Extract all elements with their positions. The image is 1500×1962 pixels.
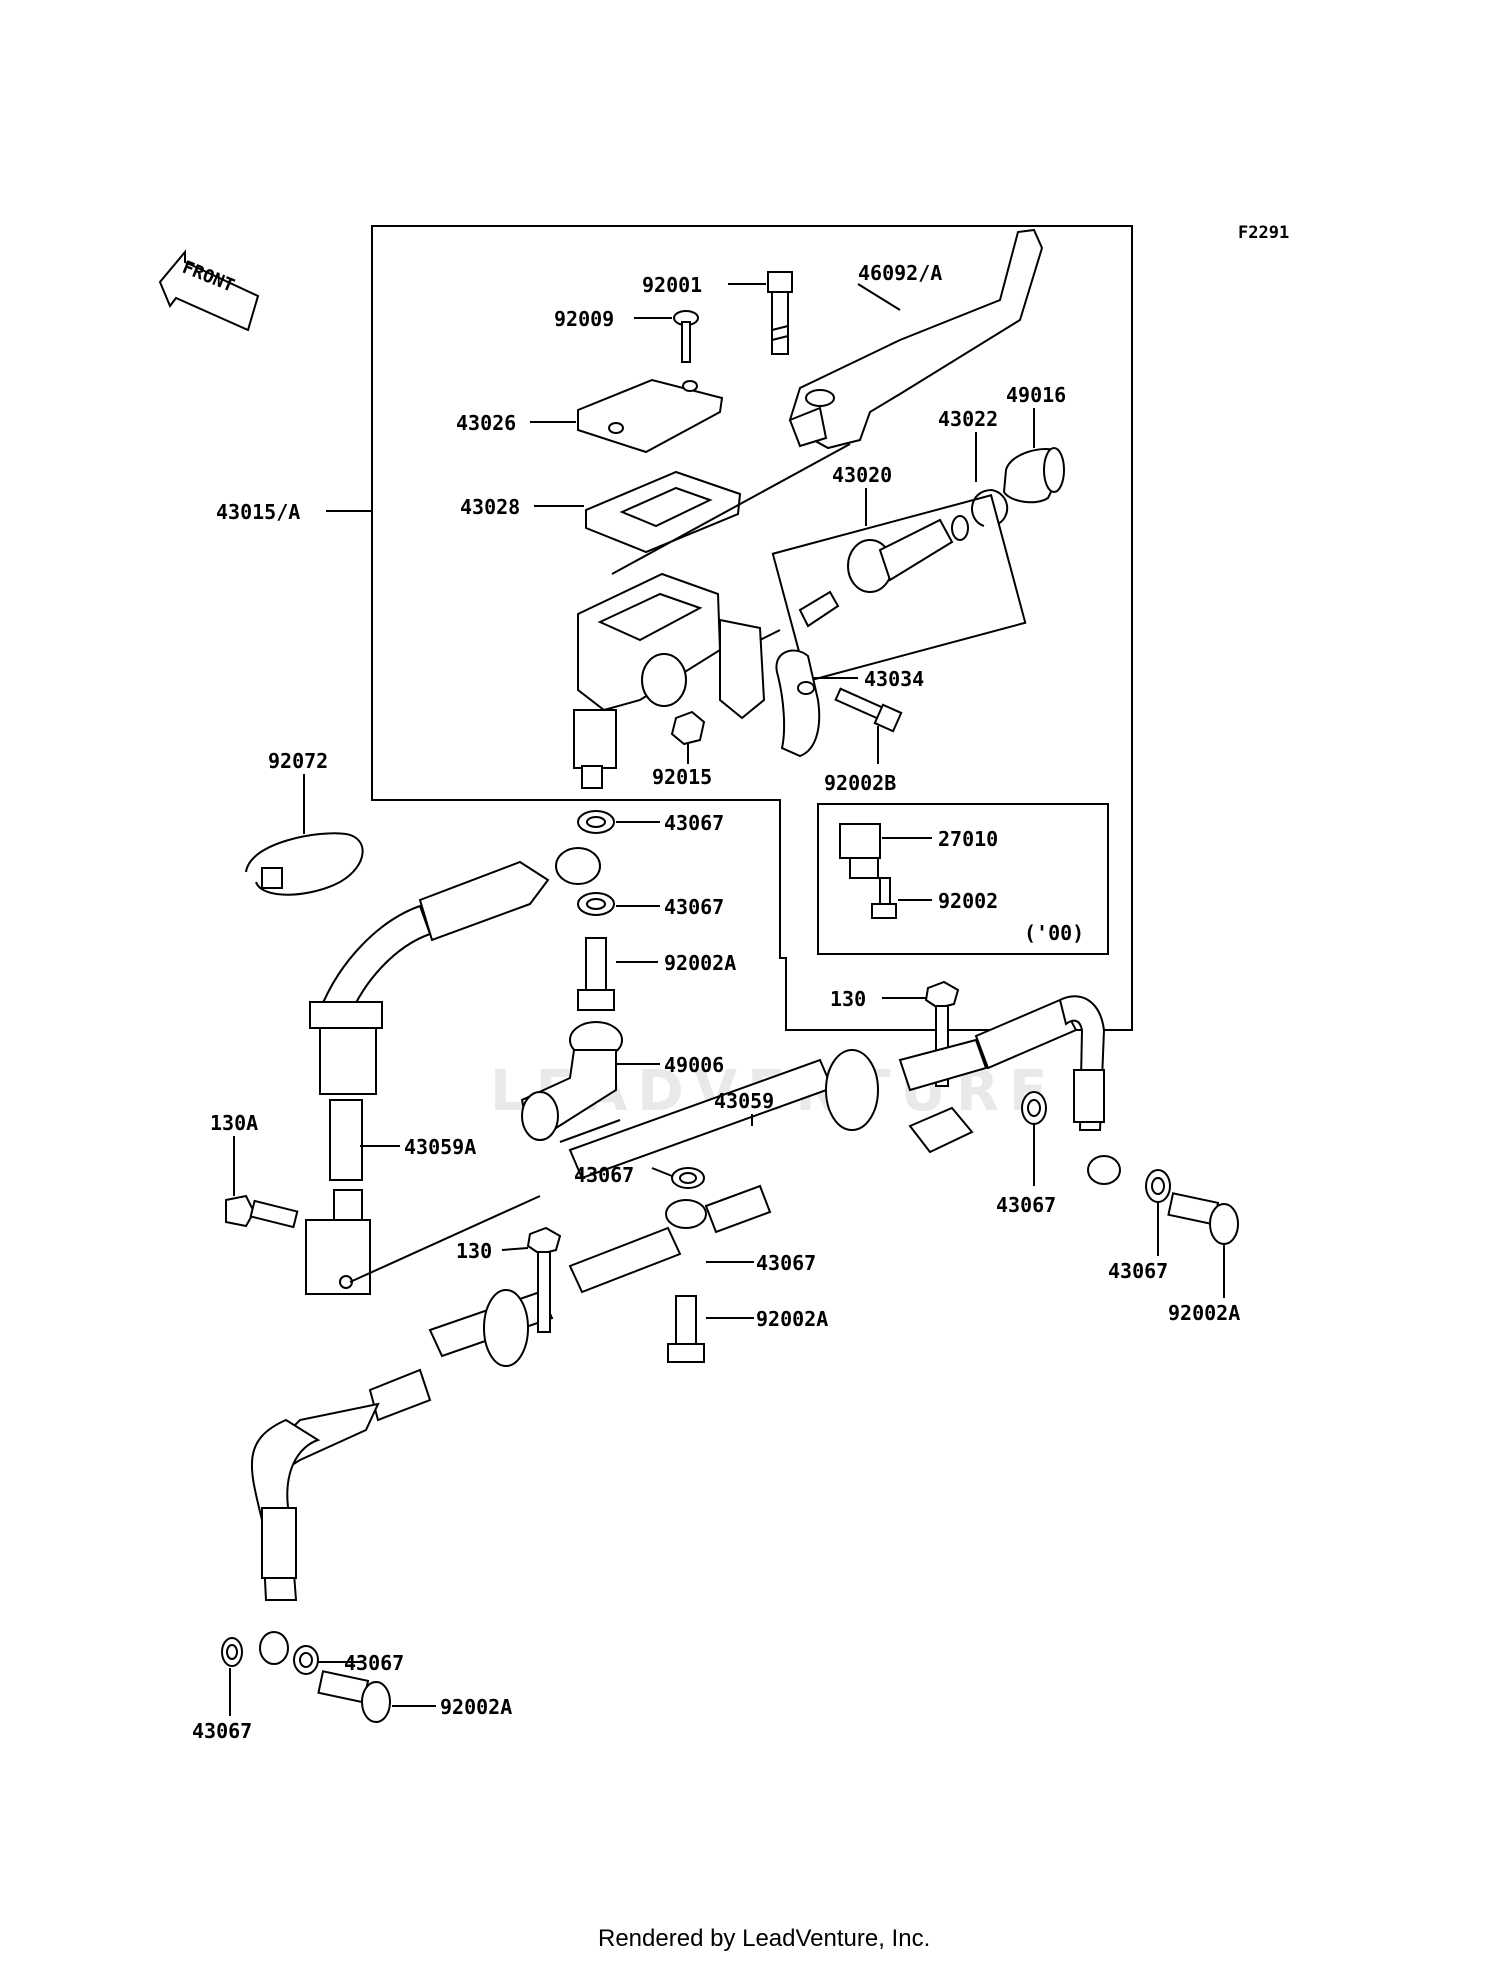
callout-43028: 43028	[460, 495, 520, 519]
diagram-code: F2291	[1238, 223, 1289, 243]
washer-43067-right	[1021, 1091, 1047, 1125]
nut-92015	[670, 710, 706, 746]
callout-49006: 49006	[664, 1053, 724, 1077]
callout-92001: 92001	[642, 273, 702, 297]
boot-49016	[1002, 447, 1065, 504]
callout-43034: 43034	[864, 667, 924, 691]
callout-92002: 92002	[938, 889, 998, 913]
clamp-band-92072	[245, 832, 364, 896]
callout-92002A-lower: 92002A	[440, 1695, 512, 1719]
bolt-130-lower	[526, 1226, 562, 1333]
bolt-92002A-mid	[667, 1295, 705, 1363]
callout-92002A-mid: 92002A	[756, 1307, 828, 1331]
washer-43067-mid	[577, 892, 615, 916]
callout-43067-center: 43067	[574, 1163, 634, 1187]
guide-line-lower	[349, 1195, 541, 1283]
callout-43059: 43059	[714, 1089, 774, 1113]
assembly-frame	[371, 225, 1133, 1031]
callout-46092A: 46092/A	[858, 261, 942, 285]
callout-43067-lower: 43067	[344, 1651, 404, 1675]
washer-43067-far-right	[1145, 1169, 1171, 1203]
guide-line-body	[611, 443, 851, 575]
callout-43067-second: 43067	[664, 895, 724, 919]
hose-43059A	[305, 847, 601, 1295]
lever-46092A	[788, 228, 1044, 450]
washer-43067-lower	[293, 1645, 319, 1675]
bolt-92002A-lower	[317, 1670, 391, 1723]
callout-130-lower: 130	[456, 1239, 492, 1263]
callout-92002A-far-right: 92002A	[1168, 1301, 1240, 1325]
washer-43067-lower-left	[221, 1637, 243, 1667]
callout-43020: 43020	[832, 463, 892, 487]
switch-27010	[839, 823, 881, 879]
cap-43026	[577, 378, 724, 454]
footer-credit: Rendered by LeadVenture, Inc.	[598, 1925, 930, 1952]
leader-lines	[229, 283, 1225, 1716]
washer-43067-upper	[577, 810, 615, 834]
callout-27010: 27010	[938, 827, 998, 851]
callout-43059A: 43059A	[404, 1135, 476, 1159]
front-arrow-icon: FRONT	[158, 249, 260, 332]
piston-kit-43020	[771, 494, 1027, 683]
guide-line-upper	[559, 1119, 621, 1143]
callout-43026: 43026	[456, 411, 516, 435]
clamp-43034	[775, 649, 821, 758]
callout-92002B: 92002B	[824, 771, 896, 795]
callout-130-upper: 130	[830, 987, 866, 1011]
diaphragm-43028	[585, 470, 742, 554]
circlip-43022	[971, 489, 1008, 527]
callout-43067-right: 43067	[996, 1193, 1056, 1217]
callout-43015A: 43015/A	[216, 500, 300, 524]
callout-92002A-upper: 92002A	[664, 951, 736, 975]
grommet-49006	[520, 1021, 623, 1141]
screw-92009	[673, 310, 699, 363]
hose-lower	[250, 1184, 772, 1665]
guide-line-clamp	[759, 629, 781, 641]
bolt-130A	[225, 1194, 299, 1229]
switch-inset-frame	[817, 803, 1109, 955]
bolt-92002B	[834, 687, 903, 733]
screw-92002	[871, 877, 897, 919]
bolt-92002A-upper	[577, 937, 615, 1011]
callout-92072: 92072	[268, 749, 328, 773]
callout-43067-top: 43067	[664, 811, 724, 835]
callout-92015: 92015	[652, 765, 712, 789]
master-cylinder-body-43015A	[573, 572, 766, 789]
bolt-92002A-right	[1167, 1192, 1239, 1245]
callout-43022: 43022	[938, 407, 998, 431]
callout-year-00: ('00)	[1024, 921, 1084, 945]
bolt-92001	[767, 271, 793, 355]
callout-49016: 49016	[1006, 383, 1066, 407]
callout-92002A-right: 43067	[756, 1251, 816, 1275]
washer-43067-center	[671, 1167, 705, 1189]
callout-43067-far-right: 43067	[1108, 1259, 1168, 1283]
callout-43067-lower-left: 43067	[192, 1719, 252, 1743]
callout-130A: 130A	[210, 1111, 258, 1135]
callout-92009: 92009	[554, 307, 614, 331]
hose-43059	[568, 995, 1121, 1185]
